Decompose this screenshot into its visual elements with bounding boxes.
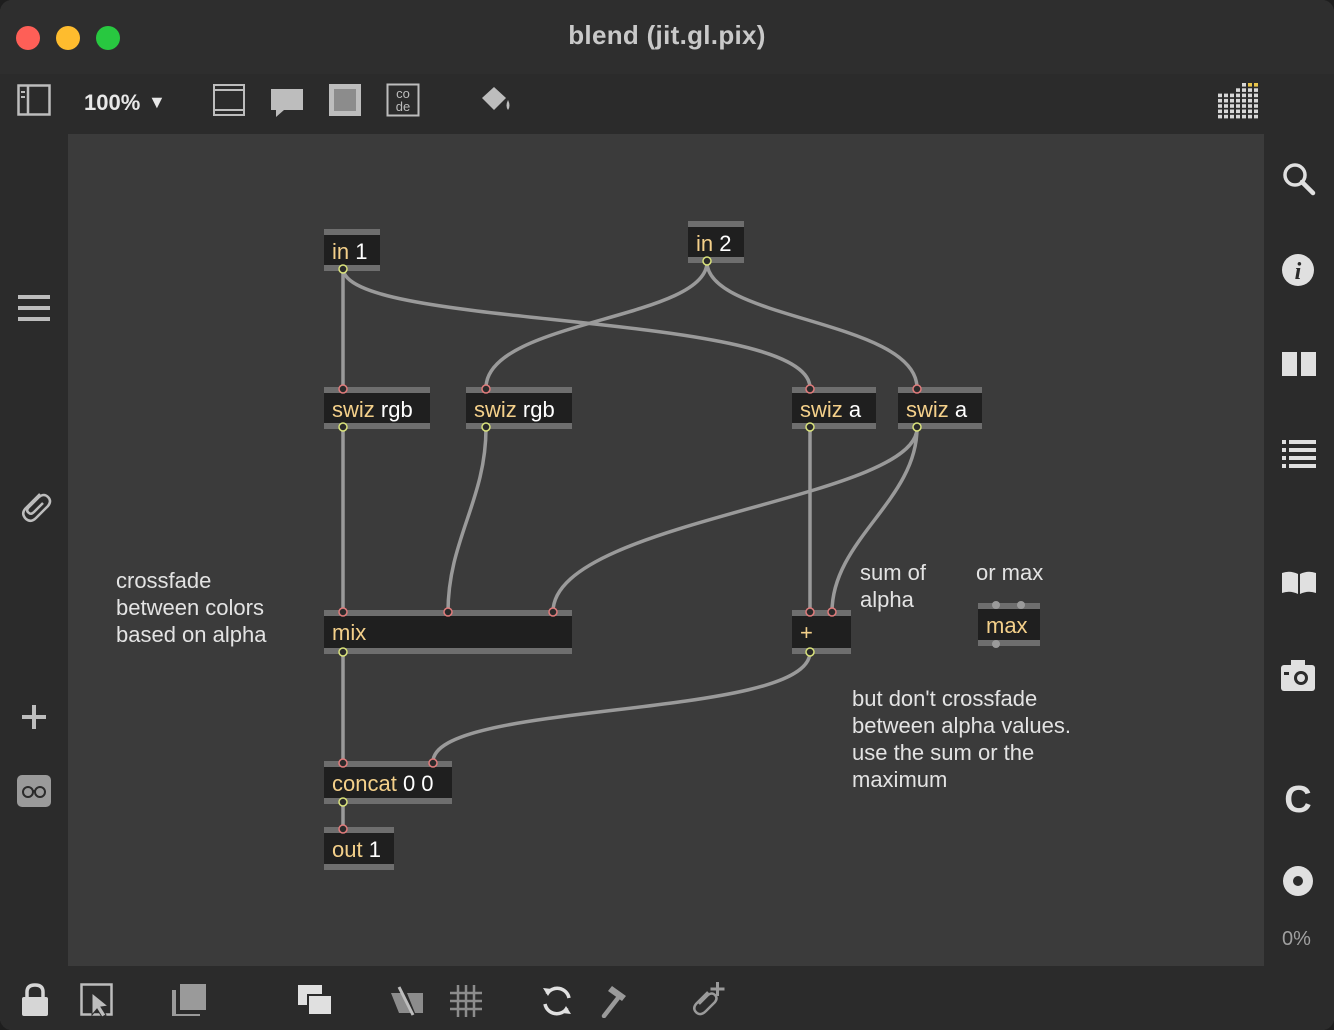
- glasses-icon[interactable]: [17, 775, 51, 807]
- zoom-level[interactable]: 100%: [84, 90, 141, 115]
- refresh-icon[interactable]: [540, 984, 574, 1018]
- top-toolbar: [0, 74, 1334, 132]
- minimize-window-button[interactable]: [56, 26, 80, 50]
- object-plus[interactable]: +: [792, 610, 851, 654]
- object-arg: rgb: [522, 397, 555, 422]
- object-class: mix: [332, 620, 367, 645]
- object-class: max: [986, 613, 1028, 638]
- object-swiz-rgb-1[interactable]: swiz rgb: [324, 387, 430, 429]
- bottom-toolbar: [0, 966, 1334, 1030]
- window-stack-icon[interactable]: [298, 985, 334, 1017]
- object-arg: rgb: [380, 397, 413, 422]
- svg-text:co: co: [396, 86, 410, 101]
- reference-icon[interactable]: [1282, 570, 1316, 596]
- object-in-1[interactable]: in 1: [324, 229, 380, 271]
- object-arg: 1: [368, 837, 381, 862]
- object-class: in: [332, 239, 350, 264]
- paint-bucket-icon[interactable]: [478, 84, 514, 116]
- window-title: blend (jit.gl.pix): [568, 20, 766, 50]
- sidebar-toggle-icon[interactable]: [17, 84, 51, 116]
- info-icon[interactable]: i: [1281, 253, 1315, 287]
- object-in-2[interactable]: in 2: [688, 221, 744, 263]
- object-concat[interactable]: concat 0 0: [324, 761, 452, 804]
- object-arg: 2: [719, 231, 732, 256]
- book-open-icon[interactable]: [1282, 350, 1316, 378]
- presentation-icon[interactable]: [212, 83, 246, 117]
- add-clip-icon[interactable]: [690, 982, 726, 1018]
- paperclip-icon[interactable]: [18, 488, 52, 524]
- close-window-button[interactable]: [16, 26, 40, 50]
- edit-pointer-icon[interactable]: [80, 983, 114, 1017]
- object-class: swiz: [474, 397, 517, 422]
- grid-icon[interactable]: [450, 985, 482, 1017]
- object-class: out: [332, 837, 363, 862]
- svg-text:de: de: [396, 99, 410, 114]
- zoom-window-button[interactable]: [96, 26, 120, 50]
- grid-dots-icon[interactable]: [1216, 81, 1260, 121]
- search-icon[interactable]: [1282, 162, 1316, 196]
- object-class: swiz: [332, 397, 375, 422]
- svg-text:C: C: [1284, 782, 1311, 816]
- patcher-canvas[interactable]: [68, 134, 1264, 966]
- menu-icon[interactable]: [18, 293, 50, 323]
- frame-icon[interactable]: [328, 83, 362, 117]
- object-swiz-rgb-2[interactable]: swiz rgb: [466, 387, 572, 429]
- comment-icon[interactable]: [270, 88, 304, 118]
- code-icon[interactable]: co de: [386, 83, 420, 117]
- left-sidebar: [0, 132, 68, 968]
- add-icon[interactable]: [22, 705, 46, 729]
- object-class: concat: [332, 771, 397, 796]
- comment-or-max[interactable]: or max: [976, 560, 1044, 585]
- object-out-1[interactable]: out 1: [324, 827, 394, 870]
- clippings-icon[interactable]: C: [1282, 782, 1316, 816]
- object-class: swiz: [800, 397, 843, 422]
- object-swiz-a-2[interactable]: swiz a: [898, 387, 982, 429]
- lock-icon[interactable]: [21, 983, 49, 1017]
- mute-icon[interactable]: [389, 985, 425, 1017]
- object-arg: 0 0: [402, 771, 434, 796]
- object-arg: 1: [355, 239, 368, 264]
- object-class: swiz: [906, 397, 949, 422]
- chevron-down-icon[interactable]: ▼: [148, 92, 166, 112]
- layers-icon[interactable]: [172, 984, 206, 1016]
- object-max[interactable]: max: [978, 603, 1040, 646]
- list-icon[interactable]: [1282, 440, 1316, 470]
- cpu-icon[interactable]: [1282, 864, 1316, 898]
- object-arg: a: [954, 397, 968, 422]
- object-mix[interactable]: mix: [324, 610, 572, 654]
- svg-text:i: i: [1295, 259, 1302, 285]
- hammer-icon[interactable]: [600, 984, 632, 1018]
- object-class: in: [696, 231, 714, 256]
- snapshot-icon[interactable]: [1281, 658, 1315, 692]
- title-bar: blend (jit.gl.pix): [0, 0, 1334, 74]
- comment-crossfade[interactable]: crossfade between colors based on alpha: [116, 568, 267, 647]
- comment-dont-crossfade[interactable]: but don't crossfade between alpha values…: [852, 686, 1071, 792]
- object-swiz-a-1[interactable]: swiz a: [792, 387, 876, 429]
- object-class: +: [800, 620, 813, 645]
- object-arg: a: [848, 397, 862, 422]
- comment-sum-of-alpha[interactable]: sum of alpha: [860, 560, 927, 612]
- cpu-percent: 0%: [1282, 928, 1311, 950]
